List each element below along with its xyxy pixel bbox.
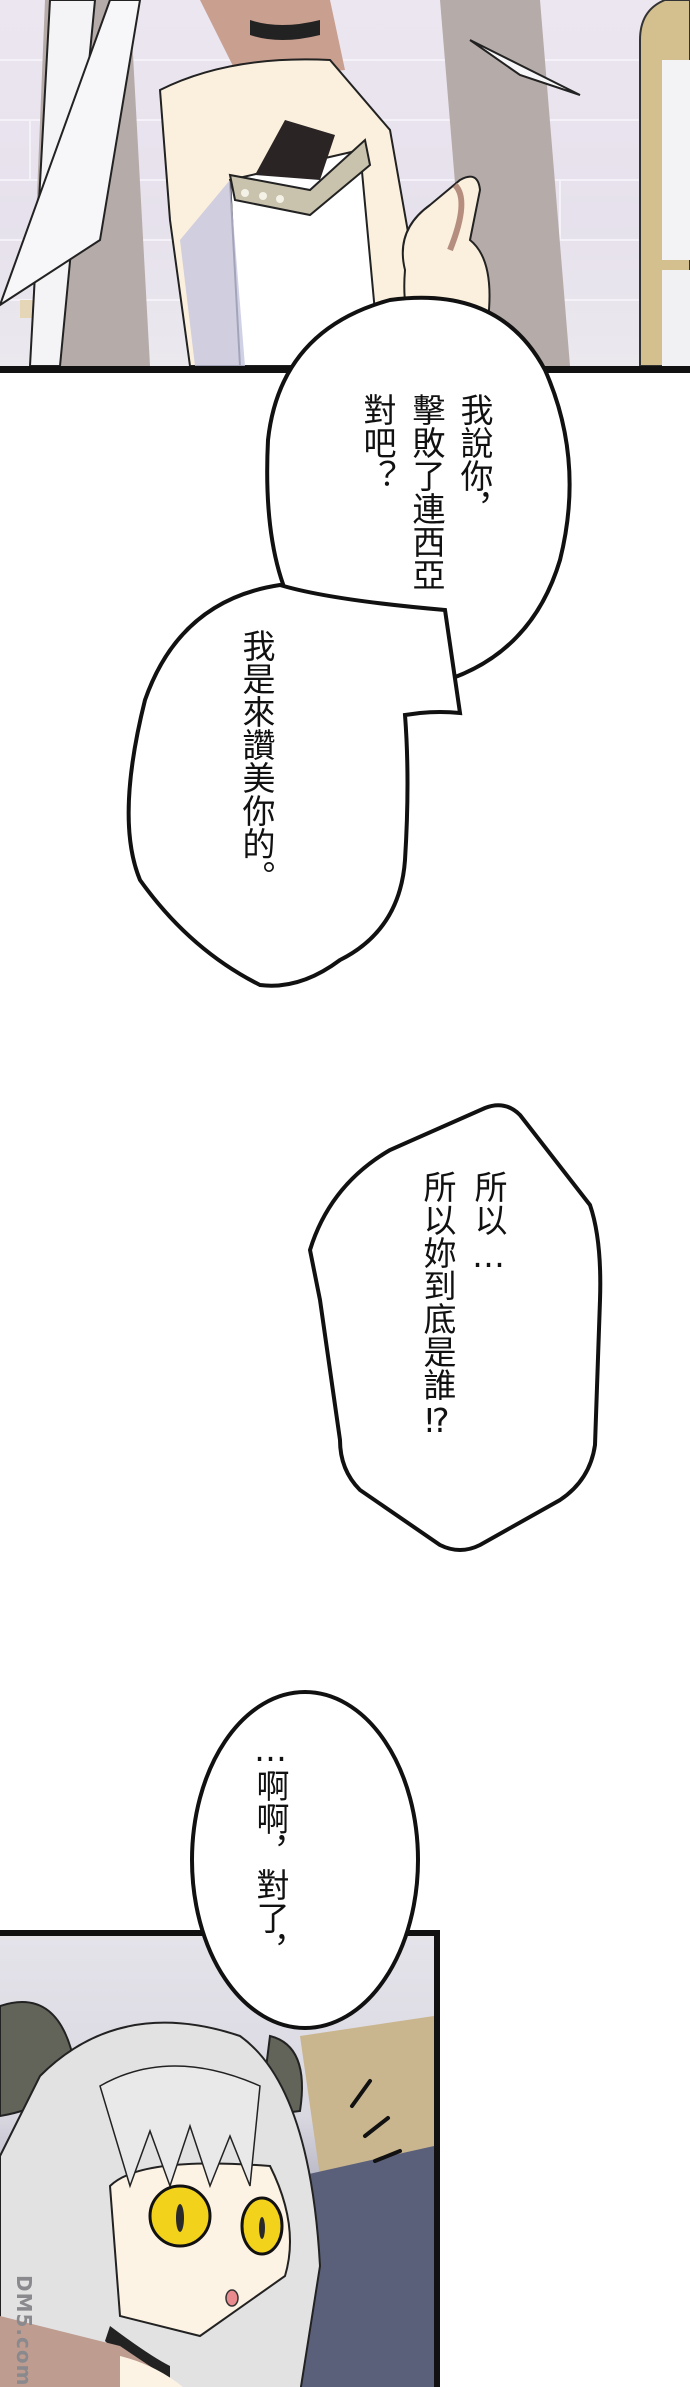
bubble-3-col-1: 所以… bbox=[469, 1170, 508, 1275]
watermark: DM5.com bbox=[12, 2275, 36, 2387]
bubble-4-col-1: …啊啊，對了， bbox=[251, 1730, 290, 1967]
panel-top bbox=[0, 0, 690, 366]
bubble-2-outline bbox=[126, 582, 463, 988]
bubble-3-col-2: 所以妳到底是誰⁉ bbox=[418, 1170, 457, 1440]
bubble-1-col-3: 對吧？ bbox=[358, 393, 397, 492]
panel-top-art bbox=[0, 0, 690, 366]
panel-bottom bbox=[0, 1930, 440, 2387]
panel-bottom-art bbox=[0, 2001, 434, 2387]
bubble-1-col-1: 我說你， bbox=[455, 393, 494, 525]
bubble-1-col-2: 擊敗了連西亞 bbox=[407, 393, 446, 591]
bubble-4-outline bbox=[190, 1690, 420, 2030]
realization-lines bbox=[350, 2079, 402, 2163]
bubble-2-col-1: 我是來讚美你的。 bbox=[237, 629, 276, 893]
bubble-3-outline bbox=[307, 1103, 603, 1552]
